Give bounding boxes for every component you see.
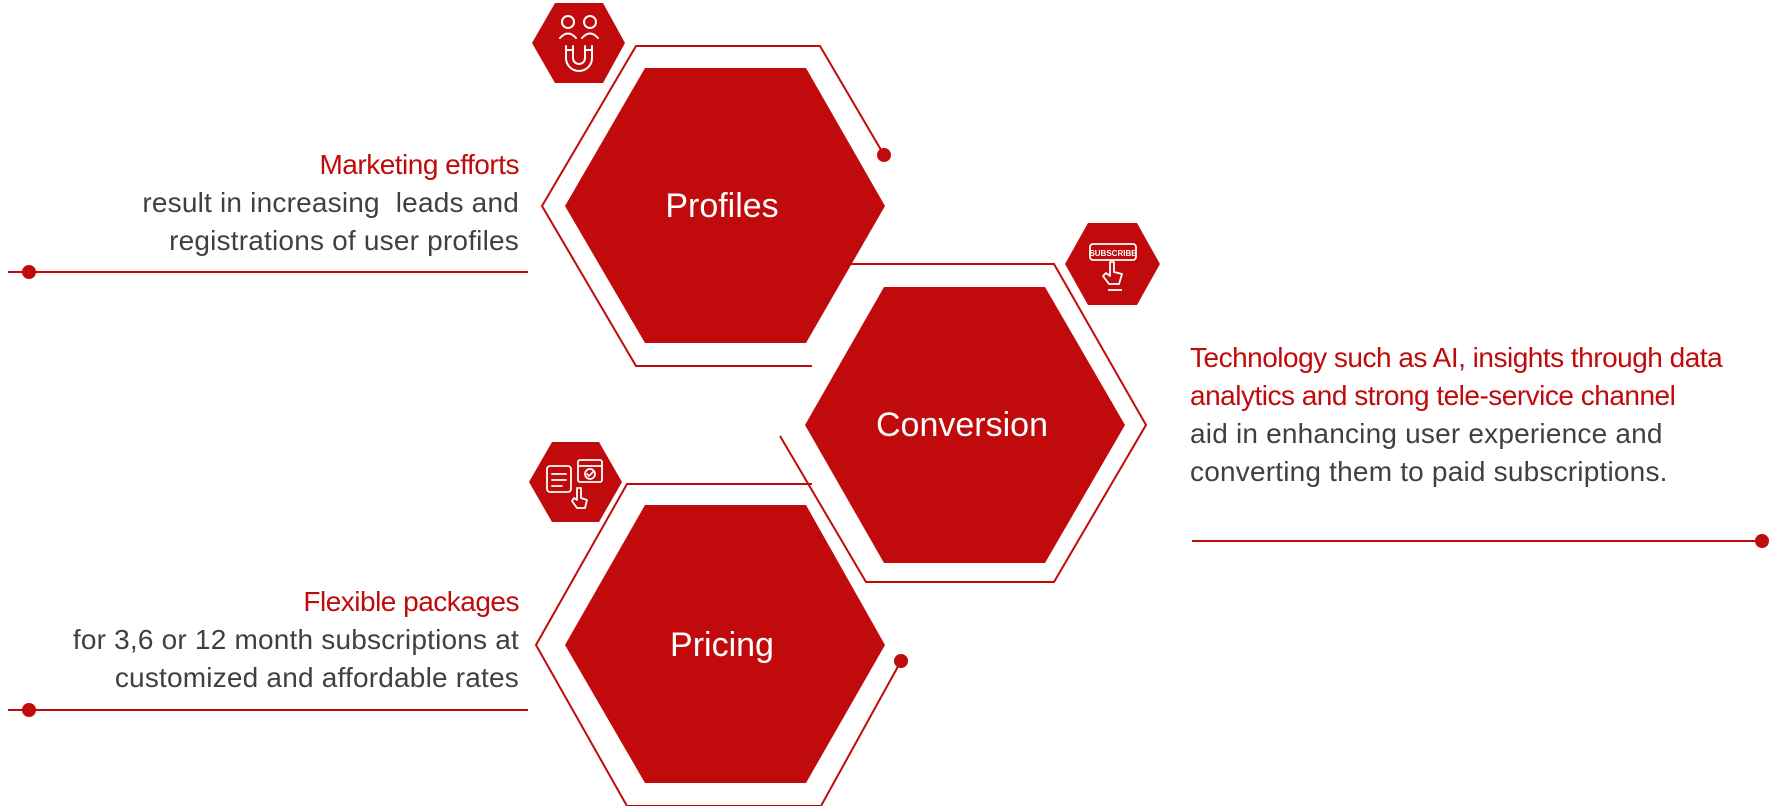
- technology-callout-line: aid in enhancing user experience and: [1190, 418, 1663, 449]
- flexible-callout-line: for 3,6 or 12 month subscriptions at: [72, 624, 519, 655]
- technology-callout-line: converting them to paid subscriptions.: [1190, 456, 1668, 487]
- pricing-icon-badge: [529, 442, 622, 522]
- flexible-callout: Flexible packages for 3,6 or 12 month su…: [30, 583, 520, 697]
- subscribe-click-icon: SUBSCRIBE: [1089, 243, 1137, 291]
- pricing-hexagon: [565, 505, 885, 783]
- marketing-callout: Marketing efforts result in increasing l…: [100, 146, 519, 260]
- pricing-hexagon-label: Pricing: [670, 626, 774, 664]
- profiles-hexagon: [565, 68, 885, 343]
- marketing-callout-line: registrations of user profiles: [169, 225, 519, 256]
- technology-callout: Technology such as AI, insights through …: [1190, 339, 1760, 491]
- marketing-callout-line: result in increasing leads and: [142, 187, 519, 218]
- marketing-callout-heading: Marketing efforts: [319, 149, 519, 180]
- profiles-icon-hexagon: [532, 3, 625, 83]
- pricing-hexagon-group: Pricing: [529, 442, 908, 806]
- profiles-icon-badge: [532, 3, 625, 83]
- flexible-callout-line: customized and affordable rates: [114, 662, 519, 693]
- profiles-hexagon-label: Profiles: [665, 187, 778, 225]
- conversion-icon-badge: SUBSCRIBE: [1065, 223, 1160, 305]
- conversion-hexagon: [805, 287, 1125, 563]
- technology-callout-heading: Technology such as AI, insights through …: [1190, 342, 1723, 373]
- conversion-hexagon-group: Conversion SUBSCRIBE: [779, 223, 1160, 583]
- technology-callout-heading: analytics and strong tele-service channe…: [1190, 380, 1676, 411]
- subscribe-icon-text: SUBSCRIBE: [1089, 249, 1137, 258]
- marketing-connector-dot: [22, 265, 36, 279]
- flexible-callout-heading: Flexible packages: [303, 586, 519, 617]
- pricing-outline-end-dot: [894, 654, 908, 668]
- pricing-icon-hexagon: [529, 442, 622, 522]
- conversion-hexagon-outline: [779, 263, 1148, 583]
- technology-connector-dot: [1755, 534, 1769, 548]
- flexible-connector-dot: [22, 703, 36, 717]
- conversion-icon-hexagon: [1065, 223, 1160, 305]
- pricing-hexagon-outline: [534, 483, 902, 806]
- calendar-checklist-icon: [546, 459, 603, 509]
- profiles-hexagon-outline: [540, 45, 885, 367]
- profiles-hexagon-group: Profiles: [532, 3, 891, 367]
- profiles-outline-end-dot: [877, 148, 891, 162]
- magnet-users-icon: [559, 15, 599, 72]
- conversion-hexagon-label: Conversion: [876, 406, 1048, 444]
